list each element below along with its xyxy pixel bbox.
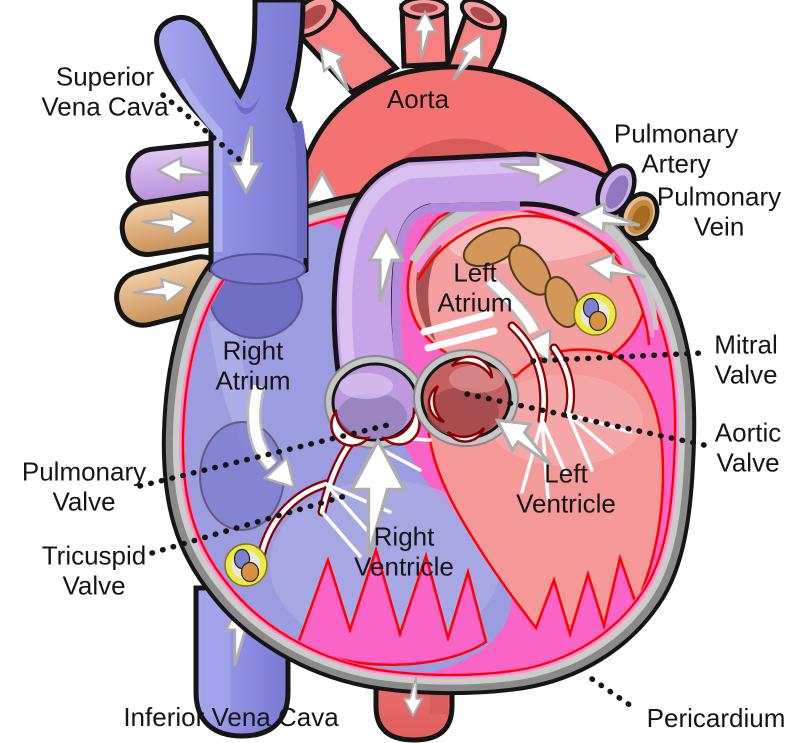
- label-pulmonary-valve: Pulmonary Valve: [21, 456, 147, 516]
- leader-aortic-valve: [464, 391, 707, 448]
- leader-tricuspid-valve: [149, 493, 348, 556]
- valve-marker-left: [224, 543, 268, 587]
- pulmonary-valve-shape: [324, 355, 426, 449]
- valve-marker-right: [573, 292, 617, 336]
- pulmonary-vein-openings: [462, 226, 580, 328]
- label-left-ventricle: Left Ventricle: [516, 458, 616, 518]
- leader-mitral-valve: [530, 350, 705, 364]
- label-left-atrium: Left Atrium: [437, 257, 513, 317]
- label-aorta: Aorta: [386, 84, 450, 115]
- label-pulmonary-vein: Pulmonary Vein: [656, 181, 782, 241]
- label-mitral-valve: Mitral Valve: [714, 329, 778, 389]
- label-right-ventricle: Right Ventricle: [354, 521, 454, 581]
- label-aortic-valve: Aortic Valve: [714, 417, 782, 477]
- leader-pulmonary-valve: [137, 421, 395, 489]
- leader-superior-vena-cava: [160, 92, 250, 169]
- atrial-flow-arrows: [246, 274, 564, 500]
- label-pericardium: Pericardium: [646, 703, 786, 734]
- superior-vena-cava-shape: [154, 0, 309, 285]
- label-tricuspid-valve: Tricuspid Valve: [41, 540, 147, 600]
- label-superior-vena-cava: Superior Vena Cava: [41, 61, 169, 121]
- aortic-valve-shape: [413, 349, 519, 447]
- label-pulmonary-artery: Pulmonary Artery: [613, 118, 739, 178]
- label-right-atrium: Right Atrium: [215, 335, 291, 395]
- label-inferior-vena-cava: Inferior Vena Cava: [123, 702, 339, 733]
- leader-pericardium: [589, 676, 637, 711]
